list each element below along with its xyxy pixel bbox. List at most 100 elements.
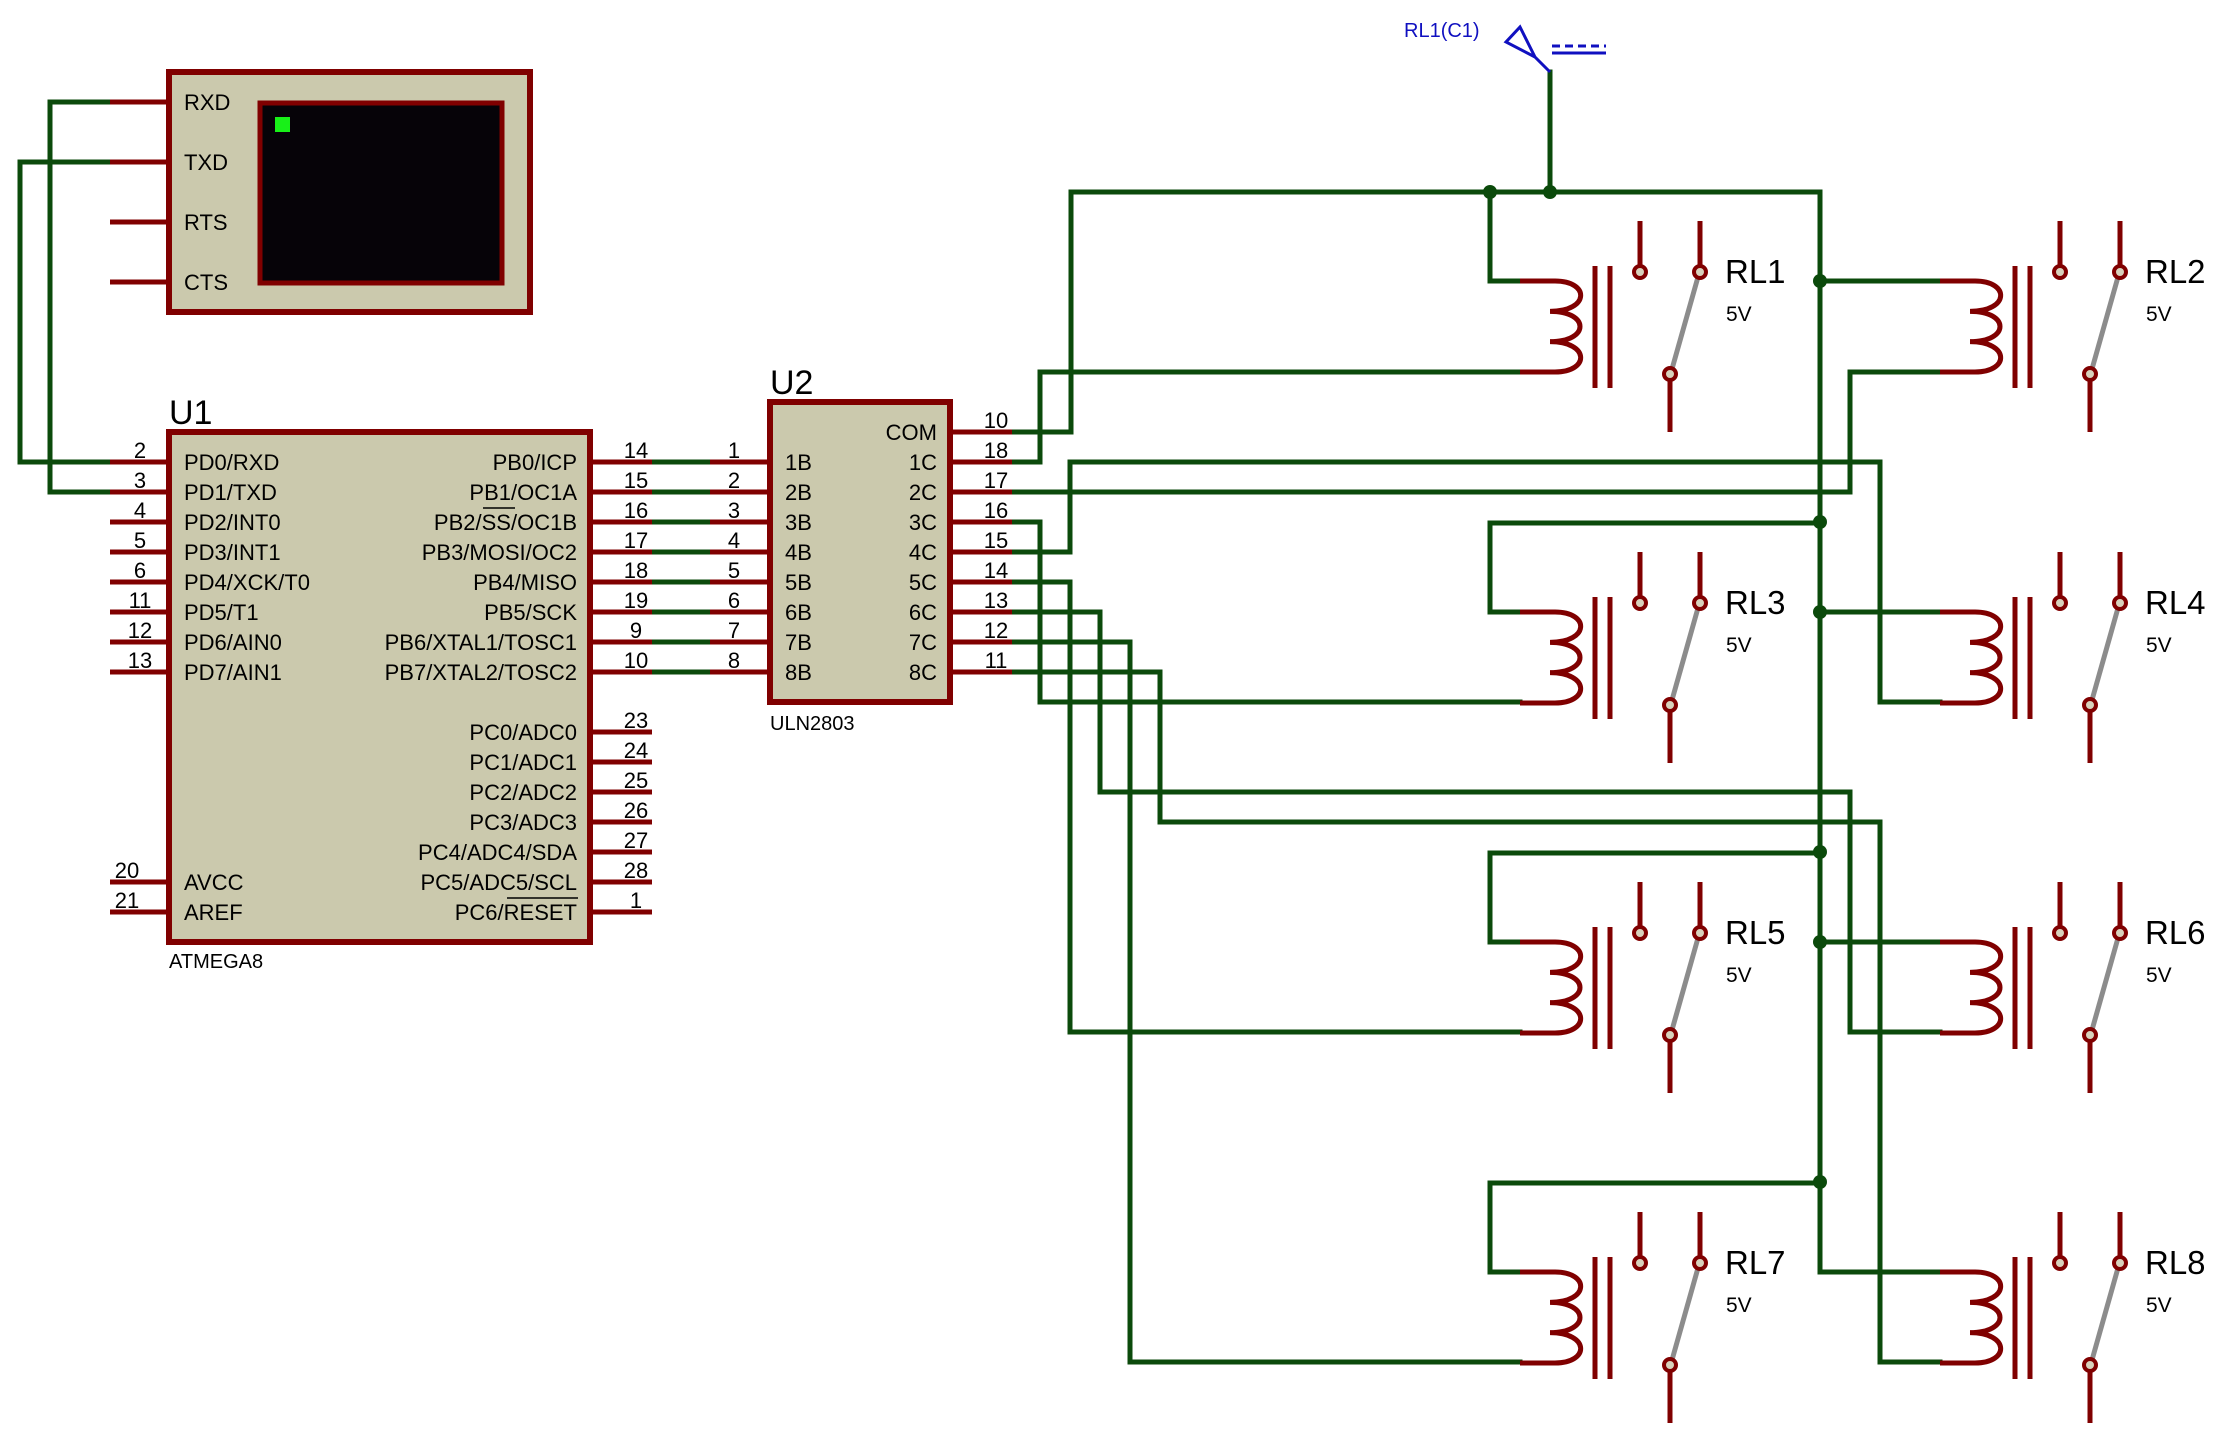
relay-common-contact xyxy=(1662,1027,1678,1043)
relay-no-contact xyxy=(1692,264,1708,280)
relay-nc-contact xyxy=(2052,925,2068,941)
relay-nc-contact xyxy=(2052,595,2068,611)
u2-pin-name: 1B xyxy=(785,450,812,475)
wire-rl1-top[interactable] xyxy=(1487,189,1823,284)
terminal-cursor xyxy=(275,117,290,132)
u1-pin-number: 23 xyxy=(624,708,648,733)
u2-body[interactable] xyxy=(767,399,953,705)
probe-icon[interactable] xyxy=(1503,24,1552,74)
u1-pin-name: AVCC xyxy=(184,870,244,895)
voltage-probe[interactable]: RL1(C1) xyxy=(1404,20,1606,74)
relay-value-label: 5V xyxy=(1726,1294,1752,1317)
relay-coil-icon xyxy=(1940,939,2004,1036)
terminal-screen xyxy=(257,100,505,286)
u2-pin-number: 16 xyxy=(984,498,1008,523)
u1-body[interactable] xyxy=(166,429,593,945)
relay-no-contact xyxy=(2112,595,2128,611)
relay-name-label: RL8 xyxy=(2145,1244,2206,1281)
u1-pin-number: 26 xyxy=(624,798,648,823)
u1-pin-number: 28 xyxy=(624,858,648,883)
relay-common-contact xyxy=(1662,366,1678,382)
junction-dot xyxy=(1813,845,1827,859)
terminal-pin-label: CTS xyxy=(184,270,228,295)
u1-pin-name: PB7/XTAL2/TOSC2 xyxy=(385,660,577,685)
relay-value-label: 5V xyxy=(2146,964,2172,987)
junction-dot xyxy=(1813,1175,1827,1189)
relay-name-label: RL7 xyxy=(1725,1244,1786,1281)
relay-coil-icon xyxy=(1520,278,1584,375)
wire-com-bus[interactable] xyxy=(1009,189,1943,1275)
relay-nc-contact xyxy=(1632,1255,1648,1271)
u1-pin-name: PD7/AIN1 xyxy=(184,660,282,685)
u1-pin-number: 6 xyxy=(134,558,146,583)
u2-pin-name: 7B xyxy=(785,630,812,655)
wires xyxy=(17,69,1943,1365)
u1-pin-name: PB6/XTAL1/TOSC1 xyxy=(385,630,577,655)
u2-pin-number: 2 xyxy=(728,468,740,493)
u1-pin-name: PB1/OC1A xyxy=(469,480,577,505)
u1-pin-name: PD1/TXD xyxy=(184,480,277,505)
wire-6c-rl6[interactable] xyxy=(1009,609,1943,1035)
junction-dot xyxy=(1543,185,1557,199)
u1-pin-number: 24 xyxy=(624,738,648,763)
wire-4c-rl4[interactable] xyxy=(1009,459,1943,705)
u2-pin-number: 15 xyxy=(984,528,1008,553)
relay-value-label: 5V xyxy=(2146,634,2172,657)
u1-pin-number: 13 xyxy=(128,648,152,673)
u2-pin-number: 18 xyxy=(984,438,1008,463)
relay-switch-arm xyxy=(2089,607,2121,701)
u1-pin-number: 10 xyxy=(624,648,648,673)
wire-2c-rl2[interactable] xyxy=(1009,369,1943,495)
relay-name-label: RL2 xyxy=(2145,253,2206,290)
relay-no-contact xyxy=(2112,1255,2128,1271)
u1-pin-number: 27 xyxy=(624,828,648,853)
u1-pin-name: PB5/SCK xyxy=(484,600,577,625)
u1-pin-number: 17 xyxy=(624,528,648,553)
u1-pin-name: PB3/MOSI/OC2 xyxy=(422,540,577,565)
u1-pin-number: 20 xyxy=(115,858,139,883)
wire-8c-rl8[interactable] xyxy=(1009,669,1943,1365)
u2-pin-number: 1 xyxy=(728,438,740,463)
relay-coil-icon xyxy=(1940,609,2004,706)
wire-rxd-pd1[interactable] xyxy=(47,99,113,495)
u1-pin-number: 15 xyxy=(624,468,648,493)
wire-7c-rl7[interactable] xyxy=(1009,639,1523,1365)
u1-pin-name: PB2/SS/OC1B xyxy=(434,510,577,535)
u1-pin-number: 21 xyxy=(115,888,139,913)
u2-pin-number: 4 xyxy=(728,528,740,553)
relay-value-label: 5V xyxy=(2146,1294,2172,1317)
wire-txd-pd0[interactable] xyxy=(17,159,113,465)
relay-rl8[interactable]: RL8 5V xyxy=(1940,1212,2206,1423)
relay-rl1[interactable]: RL1 5V xyxy=(1520,221,1786,432)
wire-rl3-top[interactable] xyxy=(1487,520,1823,615)
relay-value-label: 5V xyxy=(1726,303,1752,326)
relay-rl7[interactable]: RL7 5V xyxy=(1520,1212,1786,1423)
wire-rl7-top[interactable] xyxy=(1487,1180,1823,1275)
relay-common-contact xyxy=(2082,697,2098,713)
junction-dot xyxy=(1813,515,1827,529)
u1-pin-name: PD3/INT1 xyxy=(184,540,281,565)
wire-5c-rl5[interactable] xyxy=(1009,579,1523,1035)
wire-1c-rl1[interactable] xyxy=(1009,369,1523,465)
relay-coil-icon xyxy=(1520,1269,1584,1366)
relay-name-label: RL1 xyxy=(1725,253,1786,290)
relay-switch-arm xyxy=(2089,937,2121,1031)
wire-rl5-top[interactable] xyxy=(1487,850,1823,945)
u1-pin-number: 2 xyxy=(134,438,146,463)
relay-nc-contact xyxy=(1632,264,1648,280)
relay-name-label: RL3 xyxy=(1725,584,1786,621)
u1-pin-number: 5 xyxy=(134,528,146,553)
relay-common-contact xyxy=(1662,1357,1678,1373)
u2-part-label: ULN2803 xyxy=(770,713,855,735)
u1-pin-number: 12 xyxy=(128,618,152,643)
